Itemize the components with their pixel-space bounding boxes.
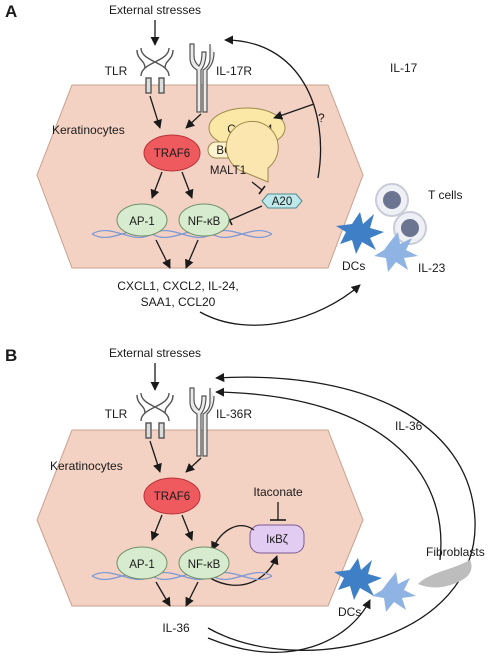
ap1-output-arrow <box>155 239 171 269</box>
dna-helix-a <box>91 229 273 239</box>
itaconate-label: Itaconate <box>253 485 303 499</box>
traf6-node-a <box>143 134 201 172</box>
malt1-inhibits-a20 <box>251 181 263 191</box>
nfkb-output-arrow <box>185 239 199 269</box>
ikbz-to-nfkb-arrow <box>211 525 255 551</box>
tlr-to-traf6-arrow <box>149 95 162 129</box>
question-to-card14-arrow <box>273 103 315 120</box>
il36r-receptor-icon <box>189 387 215 457</box>
a20-inhibits-nfkb <box>229 205 263 221</box>
traf6-label-a: TRAF6 <box>154 148 190 160</box>
tlr-receptor-icon-b <box>136 392 174 439</box>
il36-loop-label: IL-36 <box>395 419 423 433</box>
nfkb-label-b: NF-κB <box>188 559 221 571</box>
fibroblasts-label: Fibroblasts <box>426 545 485 559</box>
il23-label: IL-23 <box>418 261 446 275</box>
il36-output-label: IL-36 <box>162 621 190 635</box>
dna-helix-b <box>91 571 273 581</box>
nfkb-label-a: NF-κB <box>188 216 221 228</box>
il17r-receptor-icon-a <box>189 43 215 113</box>
external-stresses-label-a: External stresses <box>109 3 201 17</box>
tlr-receptor-icon-a <box>136 47 174 94</box>
ap1-output-arrow-b <box>155 581 171 607</box>
traf6-node-b <box>143 477 201 515</box>
malt1-inhibit-bar <box>258 185 266 195</box>
traf6-label-b: TRAF6 <box>154 491 190 503</box>
dcs-label-b: DCs <box>338 605 361 619</box>
t-cell-icon-2 <box>393 211 427 245</box>
outputs-line1: CXCL1, CXCL2, IL-24, <box>117 279 238 293</box>
ap1-label-b: AP-1 <box>129 559 155 571</box>
dc-dark-icon-a <box>336 212 384 254</box>
malt1-node <box>225 120 279 183</box>
t-cells-label: T cells <box>428 188 462 202</box>
nfkb-node-b <box>178 546 230 580</box>
malt1-label: MALT1 <box>210 165 246 177</box>
outputs-line2: SAA1, CCL20 <box>141 295 216 309</box>
ikbz-label: IκBζ <box>266 534 288 546</box>
il17r-to-traf6-arrow <box>185 113 202 129</box>
question-mark-label: ? <box>318 111 325 125</box>
outputs-to-immune-arrow <box>199 284 361 326</box>
nfkb-to-ikbz-arrow <box>209 555 279 586</box>
a20-label: A20 <box>272 196 292 208</box>
panel-b-letter: B <box>5 346 17 365</box>
panel-a: A Keratinocytes External stresses TLR IL… <box>5 2 462 326</box>
nfkb-output-arrow-b <box>185 581 199 607</box>
ap1-label-a: AP-1 <box>129 216 155 228</box>
nfkb-node-a <box>178 203 230 237</box>
il36r-to-traf6-arrow <box>185 457 202 473</box>
panel-b: B Keratinocytes External stresses TLR IL… <box>5 346 485 653</box>
panel-a-letter: A <box>5 2 17 21</box>
traf6-to-nfkb-arrow <box>181 171 194 199</box>
dc-dark-icon-b <box>334 558 382 600</box>
tlr-to-traf6-arrow-b <box>149 440 162 473</box>
external-stresses-label-b: External stresses <box>109 346 201 360</box>
il36-loop-outer-arrow <box>207 373 476 651</box>
il17-loop-label: IL-17 <box>390 61 418 75</box>
ap1-node-b <box>116 546 168 580</box>
tlr-label-a: TLR <box>105 64 128 78</box>
tcell-to-receptor-arrow <box>224 35 322 179</box>
il36r-label: IL-36R <box>216 407 252 421</box>
ikbz-node <box>249 524 305 554</box>
il36-loop-inner-arrow <box>207 599 371 653</box>
a20-node <box>261 193 303 209</box>
fibroblast-icon <box>418 560 472 588</box>
traf6-to-nfkb-arrow-b <box>181 514 194 541</box>
dcs-label-a: DCs <box>342 259 365 273</box>
il17r-label-a: IL-17R <box>216 64 252 78</box>
traf6-to-ap1-arrow-b <box>150 514 163 541</box>
dc-light-icon-a <box>374 232 418 272</box>
dc-light-icon-b <box>372 572 416 612</box>
traf6-to-ap1-arrow <box>150 171 163 199</box>
keratinocytes-label-a: Keratinocytes <box>52 123 125 137</box>
t-cell-icon-1 <box>375 183 409 217</box>
tlr-label-b: TLR <box>105 407 128 421</box>
il36-return-arrow <box>215 387 442 561</box>
keratinocytes-label-b: Keratinocytes <box>50 459 123 473</box>
ap1-node-a <box>116 203 168 237</box>
